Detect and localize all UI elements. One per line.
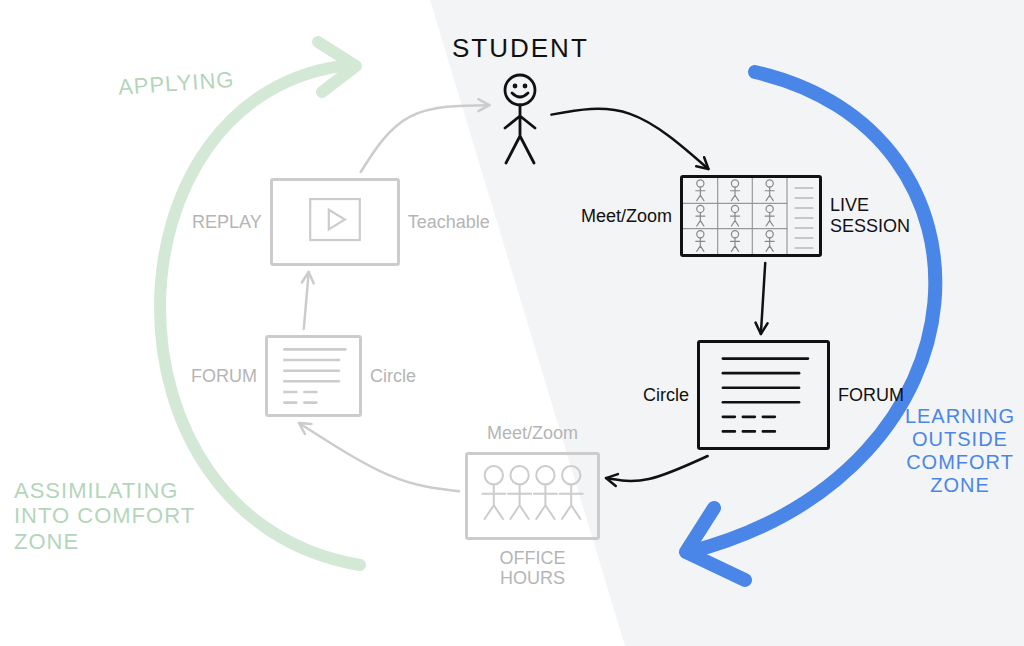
flow-arrow	[299, 423, 459, 491]
box-frame	[465, 452, 600, 540]
flow-arrow	[304, 272, 309, 329]
flow-arrow	[606, 456, 708, 481]
channel-box: Meet/ZoomOFFICE HOURS	[465, 423, 600, 589]
forum-illustration	[700, 343, 827, 447]
box-label: STUDENT	[452, 34, 589, 64]
shaded-region	[430, 0, 1024, 646]
phase-label: ASSIMILATING INTO COMFORT ZONE	[14, 478, 204, 554]
flow-arrow	[551, 109, 708, 169]
channel-box: FORUM Circle	[191, 335, 416, 417]
tool-name: REPLAY	[192, 212, 262, 233]
box-label: FORUM	[838, 385, 904, 406]
tool-name: Meet/Zoom	[581, 206, 672, 227]
box-label: LIVE SESSION	[830, 195, 922, 236]
box-frame	[270, 178, 400, 266]
channel-box: Circle FORUM	[643, 340, 904, 450]
arc-arrowhead	[318, 42, 356, 92]
live-illustration	[683, 178, 819, 254]
forum-illustration	[268, 338, 359, 414]
box-frame	[680, 175, 822, 257]
flow-arrow	[761, 263, 765, 334]
tool-name: Circle	[643, 385, 689, 406]
replay-illustration	[273, 181, 397, 263]
tool-name: FORUM	[191, 366, 257, 387]
cycle-arc	[690, 72, 935, 552]
arc-arrowhead	[686, 508, 745, 580]
channel-box: REPLAY Teachable	[192, 178, 490, 266]
phase-label: APPLYING	[117, 65, 258, 100]
box-label: Circle	[370, 366, 416, 387]
box-frame	[697, 340, 830, 450]
box-label: Teachable	[408, 212, 490, 233]
box-label: Meet/Zoom	[487, 423, 578, 444]
phase-label: LEARNING OUTSIDE COMFORT ZONE	[898, 405, 1022, 497]
cycle-arc	[160, 65, 360, 565]
student-illustration	[495, 72, 545, 167]
flow-arrow	[361, 105, 490, 172]
box-frame	[265, 335, 362, 417]
box-label: OFFICE HOURS	[488, 548, 578, 589]
office-illustration	[468, 455, 597, 537]
actor: STUDENT	[452, 34, 589, 167]
box-frame	[495, 72, 545, 167]
channel-box: Meet/Zoom LIVE SESSION	[581, 175, 922, 257]
